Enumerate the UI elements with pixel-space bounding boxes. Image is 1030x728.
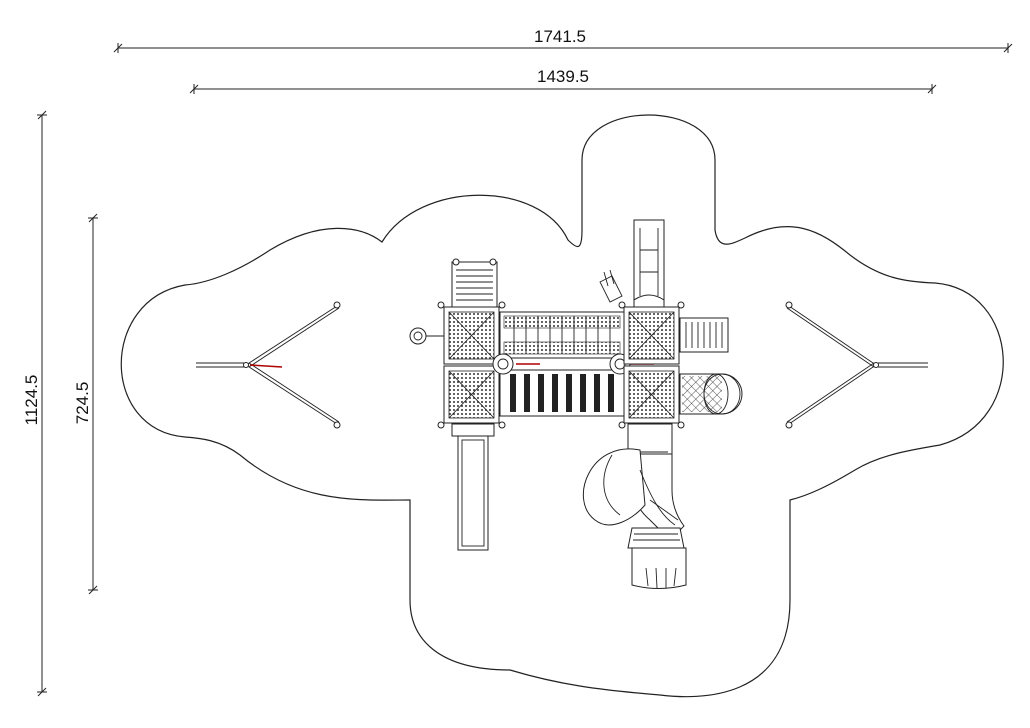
dimension-inner-width: 1439.5 xyxy=(189,67,937,94)
connector-left xyxy=(492,353,514,375)
straight-slide xyxy=(451,423,495,551)
step-ramp xyxy=(679,317,729,353)
left-rope-frame xyxy=(196,301,341,429)
dimension-overall-width-label: 1741.5 xyxy=(534,27,586,46)
plank-bridge xyxy=(499,369,625,417)
chain-bridge xyxy=(499,311,625,359)
play-structure xyxy=(409,219,743,589)
dimension-overall-width: 1741.5 xyxy=(113,27,1013,53)
steering-wheel xyxy=(409,327,444,345)
ladder xyxy=(451,258,498,309)
crawl-tunnel xyxy=(679,373,743,415)
spiral-tube-slide xyxy=(582,423,687,589)
telescope xyxy=(599,269,623,303)
dimension-inner-depth-label: 724.5 xyxy=(73,382,92,425)
dimension-inner-depth: 724.5 xyxy=(73,213,98,595)
climbing-ramp xyxy=(633,219,665,308)
right-rope-frame xyxy=(785,301,928,429)
dimension-inner-width-label: 1439.5 xyxy=(537,67,589,86)
dimension-overall-depth-label: 1124.5 xyxy=(22,375,41,426)
dimension-overall-depth: 1124.5 xyxy=(22,110,47,697)
